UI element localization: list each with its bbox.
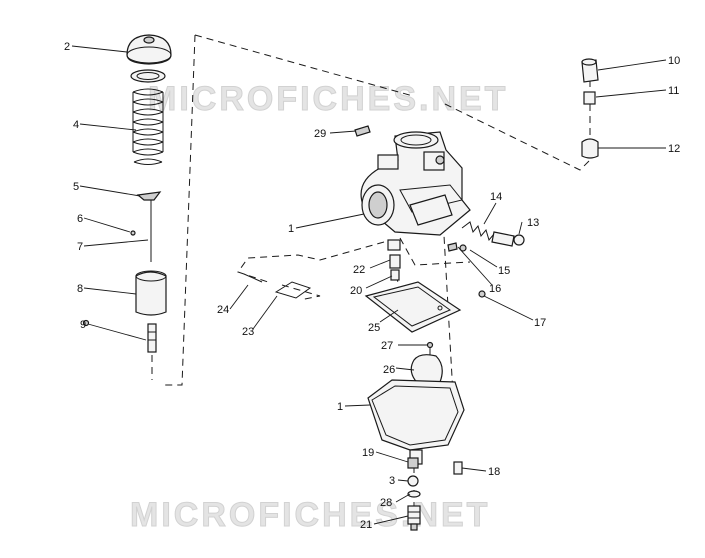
callout-29: 29 <box>314 128 326 140</box>
callout-25: 25 <box>368 322 380 334</box>
callout-26: 26 <box>383 364 395 376</box>
cable-adjuster-part <box>581 58 599 159</box>
jet-needle-part <box>130 200 152 262</box>
callout-1-body: 1 <box>288 223 294 235</box>
callout-8: 8 <box>77 283 83 295</box>
callout-20: 20 <box>350 285 362 297</box>
small-screw-parts <box>447 242 486 298</box>
callout-2: 2 <box>64 41 70 53</box>
vent-tube-clip-part <box>243 273 312 299</box>
callout-21: 21 <box>360 519 372 531</box>
callout-10: 10 <box>668 55 680 67</box>
carb-cap-part <box>126 34 172 65</box>
callout-6: 6 <box>77 213 83 225</box>
drain-screw-part <box>407 457 463 487</box>
carburetor-body-part <box>360 131 471 236</box>
throttle-spring-part <box>132 88 164 165</box>
idle-spring-part <box>461 221 525 247</box>
assembly-guide-lines <box>151 34 591 520</box>
callout-28: 28 <box>380 497 392 509</box>
callout-labels: 2 4 5 6 7 8 9 29 1 14 13 15 16 22 20 24 … <box>64 41 680 531</box>
cap-gasket-part <box>130 69 166 83</box>
needle-retainer-part <box>136 191 162 201</box>
throttle-slide-part <box>135 270 167 316</box>
callout-1-bowl: 1 <box>337 401 343 413</box>
callout-5: 5 <box>73 181 79 193</box>
callout-12: 12 <box>668 143 680 155</box>
callout-17: 17 <box>534 317 546 329</box>
main-jet-part <box>407 490 421 531</box>
callout-18: 18 <box>488 466 500 478</box>
callout-11: 11 <box>668 85 679 97</box>
needle-jet-part <box>82 319 157 353</box>
callout-13: 13 <box>527 217 539 229</box>
float-bowl-part <box>367 379 465 465</box>
callout-9: 9 <box>80 319 86 331</box>
watermark-top: MICROFICHES.NET <box>148 80 508 118</box>
callout-23: 23 <box>242 326 254 338</box>
callout-19: 19 <box>362 447 374 459</box>
callout-16: 16 <box>489 283 501 295</box>
callout-4: 4 <box>73 119 79 131</box>
pilot-screw-part <box>354 125 371 137</box>
jet-fittings-part <box>387 239 401 281</box>
callout-27: 27 <box>381 340 393 352</box>
watermark-bottom: MICROFICHES.NET <box>130 496 490 534</box>
callout-7: 7 <box>77 241 83 253</box>
callout-leader-lines <box>71 45 667 525</box>
callout-3: 3 <box>389 475 395 487</box>
callout-22: 22 <box>353 264 365 276</box>
float-bowl-gasket-part <box>364 281 462 333</box>
callout-15: 15 <box>498 265 510 277</box>
callout-14: 14 <box>490 191 502 203</box>
callout-24: 24 <box>217 304 229 316</box>
